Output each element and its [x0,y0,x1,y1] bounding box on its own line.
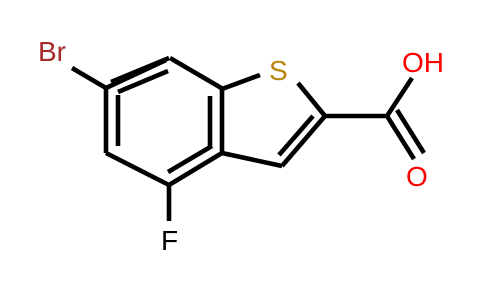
bond-c-oh [385,76,414,118]
bond-s-c2 [296,81,327,118]
atom-s-label: S [269,55,288,86]
bond-c3-c3a [221,150,283,169]
bond-c-o-double-1 [385,114,416,161]
atom-o-label: O [406,161,428,192]
atom-f-label: F [161,225,178,256]
bond-c7-c7a-inner [117,68,169,95]
bond-c3a-c4 [167,151,224,187]
bond-c2-c3 [280,114,327,168]
bond-c2-c3-inner [277,114,315,157]
bond-c3a-c4-inner [166,144,214,174]
atom-br-label: Br [38,36,66,67]
bond-c6-c7 [105,57,167,91]
bond-c6-br [70,66,108,90]
bond-c-o-double-2 [395,108,426,155]
atom-oh-label: OH [402,47,444,78]
bond-c7a-c3a [168,56,225,91]
bond-c7a-s [221,72,261,92]
bond-c4-c5 [104,150,171,188]
